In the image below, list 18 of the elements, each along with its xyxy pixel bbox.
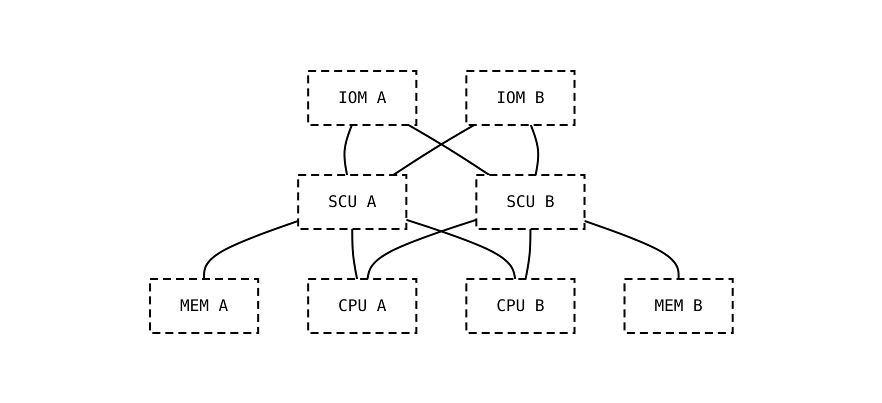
node-box: MEM A [148,278,259,334]
connector [343,124,352,175]
node-box: CPU A [306,278,417,334]
connector [524,228,532,279]
connector [530,124,539,175]
node-box: MEM B [623,278,734,334]
connector [584,220,680,278]
connector [392,124,474,176]
connector [408,124,490,176]
connector [350,228,358,279]
connector [202,220,298,278]
node-box: IOM B [465,70,576,126]
connector [406,218,516,279]
connector [366,218,476,279]
node-box: SCU A [296,174,407,230]
node-box: CPU B [465,278,576,334]
node-box: IOM A [306,70,417,126]
node-box: SCU B [475,174,586,230]
